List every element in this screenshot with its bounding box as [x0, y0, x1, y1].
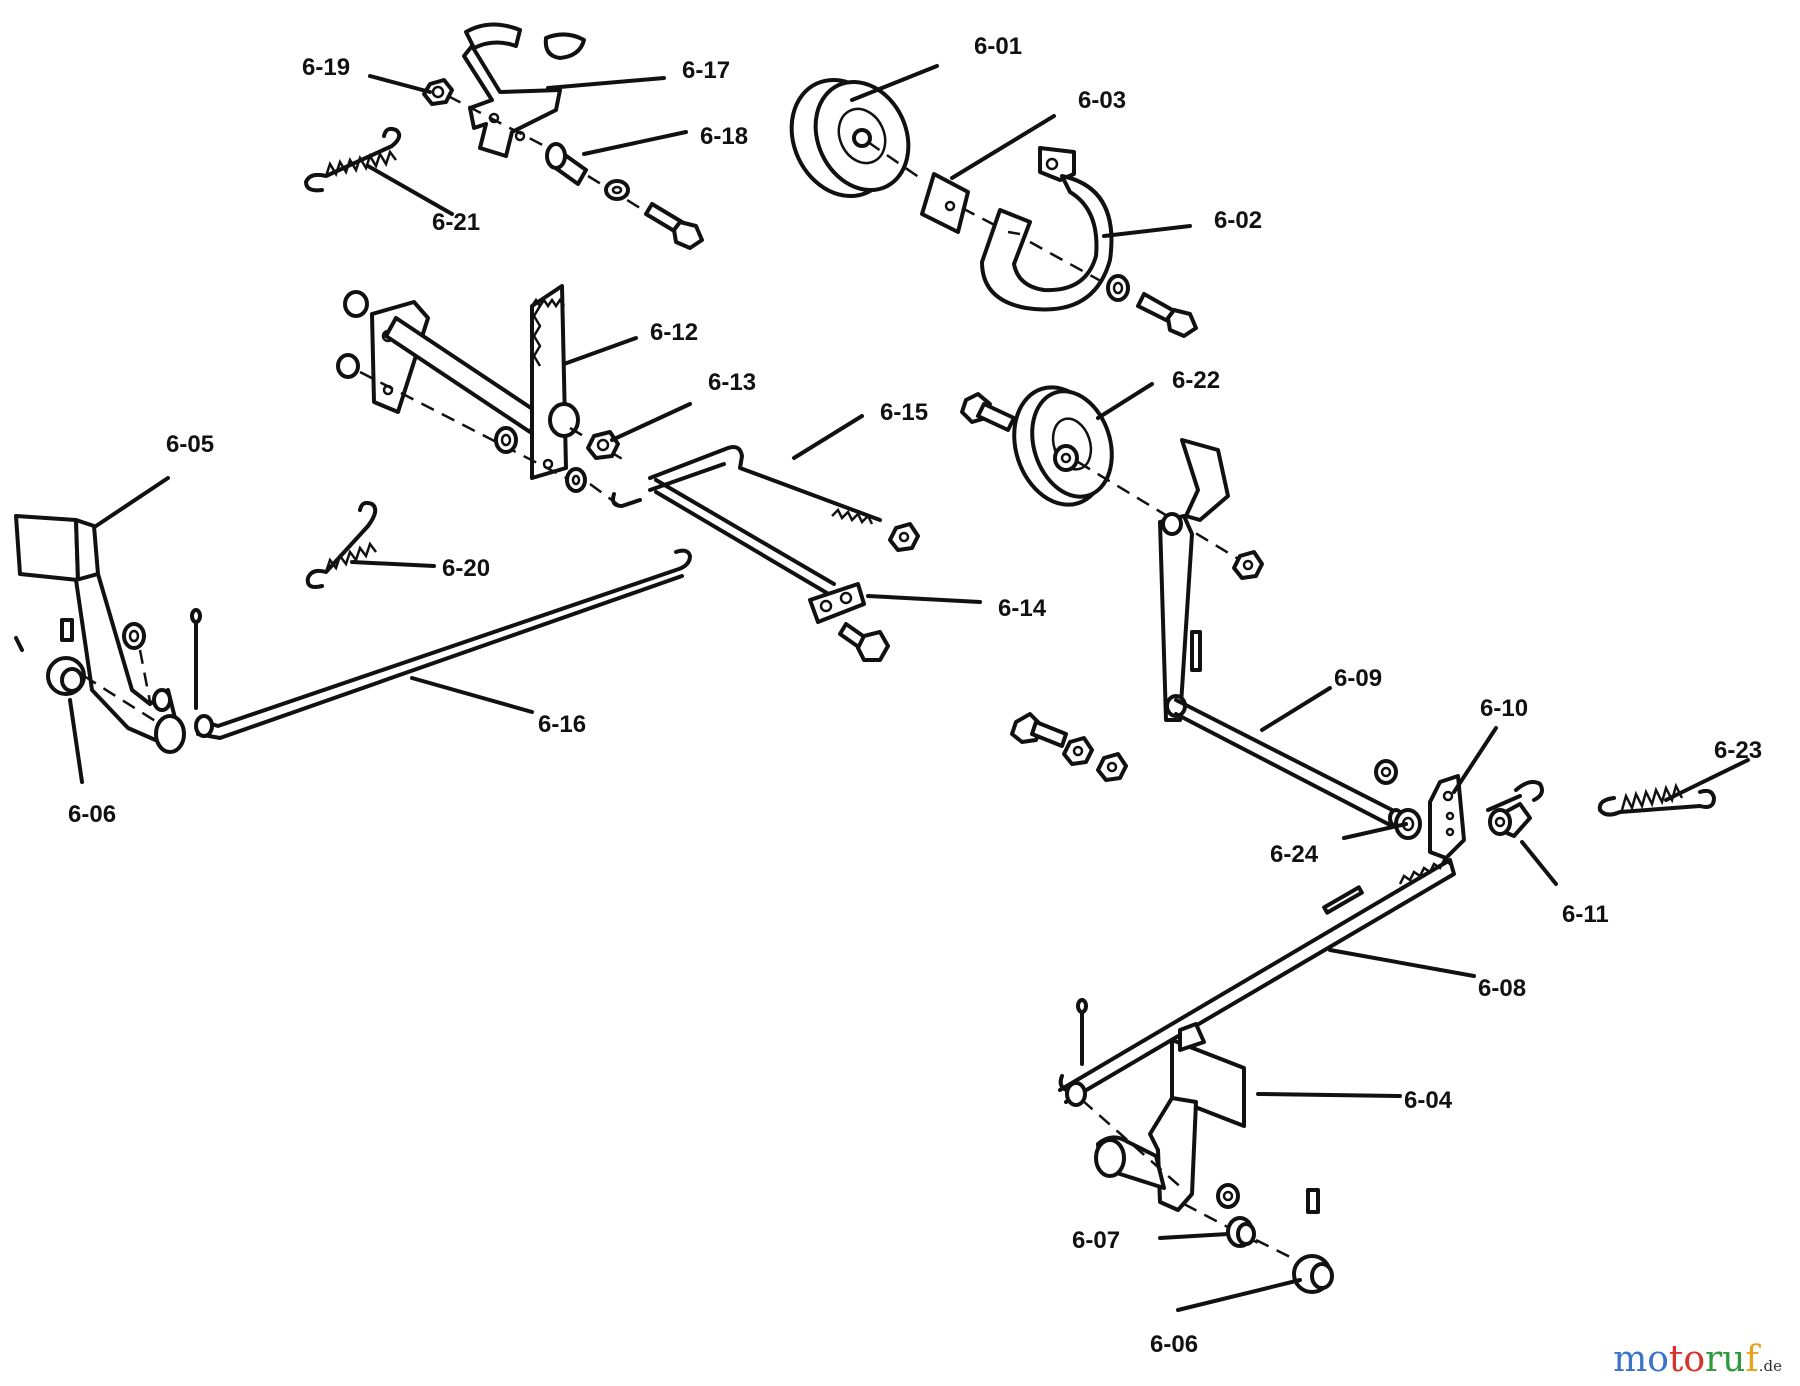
nut-6-15 — [888, 522, 920, 552]
washer-6-12-left — [494, 426, 518, 454]
part-6-11-clevis — [1486, 780, 1544, 838]
washer-upper — [604, 179, 630, 201]
watermark-logo: motoruf.de — [1613, 1342, 1782, 1378]
part-6-22-pulley — [1012, 385, 1114, 507]
label-6-16: 6-16 — [538, 711, 586, 738]
watermark-part-1: mo — [1613, 1339, 1669, 1380]
label-6-11: 6-11 — [1562, 901, 1609, 928]
part-6-03-block — [920, 172, 970, 234]
bolt-6-09 — [1010, 712, 1068, 748]
bolt-6-22 — [960, 392, 1016, 432]
part-6-05-pedal — [14, 514, 186, 754]
label-6-06-right: 6-06 — [1150, 1331, 1198, 1358]
washer-6-05 — [122, 622, 146, 650]
washer-6-12-lower — [565, 467, 587, 493]
leader-lines — [68, 64, 1750, 1312]
label-6-02: 6-02 — [1214, 207, 1262, 234]
part-6-06-collar-right — [1292, 1188, 1334, 1294]
label-6-05: 6-05 — [166, 431, 214, 458]
part-6-17-bracket — [462, 22, 586, 158]
part-6-02-band — [980, 146, 1114, 312]
nut-6-22 — [1232, 550, 1264, 580]
label-6-08: 6-08 — [1478, 975, 1526, 1002]
watermark-tld: .de — [1758, 1357, 1782, 1375]
part-6-08-rod — [1058, 858, 1456, 1107]
label-6-21: 6-21 — [432, 209, 480, 236]
part-6-23-spring — [1597, 782, 1716, 817]
label-6-23: 6-23 — [1714, 737, 1762, 764]
part-6-15-rod — [648, 445, 882, 598]
label-6-13: 6-13 — [708, 369, 756, 396]
label-6-12: 6-12 — [650, 319, 698, 346]
label-6-18: 6-18 — [700, 123, 748, 150]
nut-6-09-a — [1062, 736, 1094, 766]
part-6-10-link — [1428, 774, 1466, 860]
part-6-21-spring — [304, 126, 402, 193]
washer-6-04 — [1216, 1183, 1240, 1209]
label-6-15: 6-15 — [880, 399, 928, 426]
label-6-19: 6-19 — [302, 54, 350, 81]
label-6-06-left: 6-06 — [68, 801, 116, 828]
nut-6-09-b — [1096, 752, 1128, 782]
part-6-04-pedal — [1094, 1022, 1246, 1212]
bolt-6-14 — [838, 622, 890, 662]
label-6-03: 6-03 — [1078, 87, 1126, 114]
washer-band — [1106, 274, 1130, 302]
part-6-06-collar-left — [46, 618, 86, 696]
watermark-part-2: to — [1668, 1339, 1706, 1380]
label-6-14: 6-14 — [998, 595, 1047, 622]
label-6-17: 6-17 — [682, 57, 730, 84]
watermark-part-3: ru — [1705, 1339, 1746, 1380]
label-6-01: 6-01 — [974, 33, 1022, 60]
label-6-04: 6-04 — [1404, 1087, 1453, 1114]
washer-6-09 — [1374, 759, 1398, 785]
part-6-20-spring — [305, 500, 378, 589]
pin-6-09 — [1190, 630, 1202, 672]
watermark-part-4: f — [1745, 1339, 1759, 1380]
part-6-01-pulley — [789, 77, 911, 199]
part-6-18-spacer — [545, 142, 588, 186]
label-6-07: 6-07 — [1072, 1227, 1120, 1254]
label-6-09: 6-09 — [1334, 665, 1382, 692]
bolt-upper — [644, 202, 704, 250]
part-6-14-bracket — [808, 582, 866, 624]
part-6-12-shaft-assembly — [336, 284, 580, 480]
label-6-20: 6-20 — [442, 555, 490, 582]
part-6-13-nut — [586, 430, 620, 460]
part-6-07-bushing — [1226, 1216, 1256, 1248]
label-6-24: 6-24 — [1270, 841, 1319, 868]
part-6-19-nut — [422, 78, 454, 106]
label-6-22: 6-22 — [1172, 367, 1220, 394]
part-6-16-rod — [194, 548, 692, 740]
bolt-band — [1136, 292, 1198, 338]
label-6-10: 6-10 — [1480, 695, 1528, 722]
